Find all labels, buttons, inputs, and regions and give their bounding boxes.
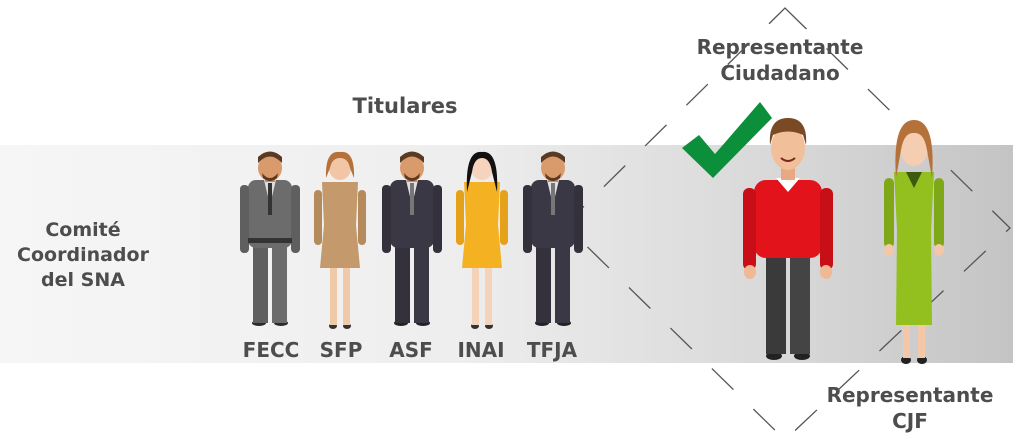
comite-label: Comité Coordinador del SNA xyxy=(8,218,158,293)
comite-line-2: Coordinador xyxy=(17,244,149,266)
representante-cjf-label: Representante CJF xyxy=(810,382,1010,434)
person-icon-asf xyxy=(382,151,442,326)
person-icon-inai xyxy=(456,151,508,329)
titulares-heading: Titulares xyxy=(352,94,458,118)
comite-line-1: Comité xyxy=(45,219,121,241)
person-icon-sfp xyxy=(314,151,366,329)
rep-ciudadano-line-1: Representante xyxy=(696,35,864,59)
rep-cjf-line-2: CJF xyxy=(892,409,928,433)
titular-label-sfp: SFP xyxy=(319,338,363,362)
rep-cjf-line-1: Representante xyxy=(826,383,994,407)
titular-label-inai: INAI xyxy=(457,338,505,362)
representante-ciudadano-label: Representante Ciudadano xyxy=(680,34,880,86)
titular-label-tfja: TFJA xyxy=(526,338,578,362)
sna-band xyxy=(0,145,1013,363)
person-icon-representante-cjf xyxy=(884,120,944,364)
comite-line-3: del SNA xyxy=(41,269,125,291)
person-icon-tfja xyxy=(523,151,583,326)
rep-ciudadano-line-2: Ciudadano xyxy=(720,61,840,85)
titular-label-fecc: FECC xyxy=(242,338,300,362)
checkmark-icon xyxy=(682,102,772,178)
titular-label-asf: ASF xyxy=(389,338,433,362)
person-icon-fecc xyxy=(240,151,300,326)
person-icon-representante-ciudadano xyxy=(743,118,833,360)
